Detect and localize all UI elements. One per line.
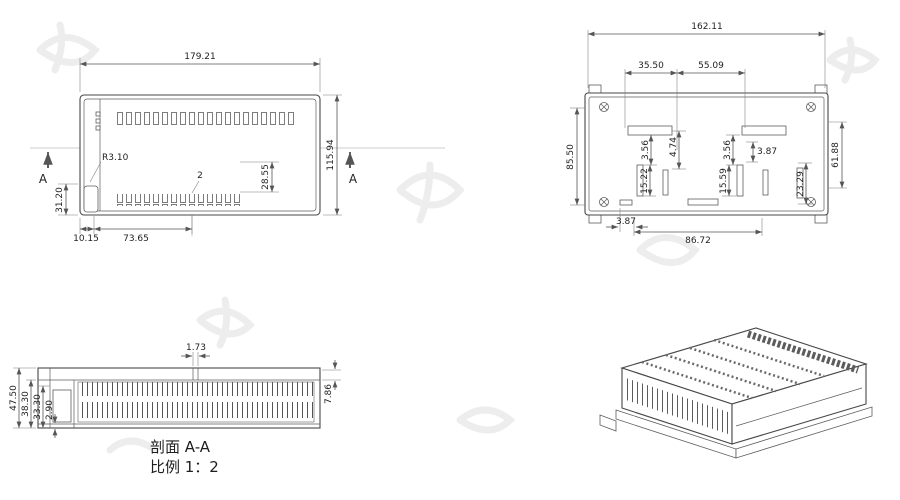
- svg-text:115.94: 115.94: [326, 139, 336, 171]
- iso-terminal-strip: [746, 330, 860, 374]
- svg-text:4.74: 4.74: [669, 137, 679, 157]
- svg-text:162.11: 162.11: [691, 22, 723, 32]
- screw-top-right: [806, 102, 816, 112]
- svg-text:15.59: 15.59: [719, 168, 729, 194]
- svg-text:31.20: 31.20: [55, 187, 65, 213]
- front-view: A A 179.21 115.94 31.20: [30, 52, 445, 244]
- svg-text:7.86: 7.86: [324, 384, 334, 404]
- dim-back-height-right: 61.88: [828, 121, 847, 189]
- section-letter-right: A: [349, 172, 358, 186]
- back-body: [584, 84, 829, 224]
- dim-back-clip-c: 3.56: [723, 134, 740, 166]
- dim-back-clip-b: 4.74: [669, 130, 686, 170]
- iso-front-vents: [626, 378, 728, 434]
- section-vent-hatch: [77, 381, 315, 423]
- svg-text:86.72: 86.72: [685, 236, 711, 246]
- svg-text:3.87: 3.87: [616, 217, 636, 227]
- svg-text:R3.10: R3.10: [102, 153, 129, 163]
- svg-text:47.50: 47.50: [9, 385, 19, 411]
- svg-text:3.56: 3.56: [723, 140, 733, 160]
- dim-back-height-left: 85.50: [566, 107, 585, 206]
- svg-text:38.30: 38.30: [21, 391, 31, 417]
- svg-text:61.88: 61.88: [831, 142, 841, 168]
- svg-text:85.50: 85.50: [566, 144, 576, 170]
- dim-back-slot-a: 15.22: [640, 165, 656, 197]
- screw-top-left: [599, 102, 609, 112]
- dim-front-slot-height: 28.55: [240, 161, 279, 193]
- svg-text:179.21: 179.21: [184, 52, 216, 62]
- dim-front-slot-width: 2: [191, 171, 203, 194]
- dim-back-bottom: 3.87 86.72: [606, 208, 763, 246]
- dim-front-width: 179.21: [79, 52, 321, 92]
- dim-back-clip-d: 3.87: [746, 141, 777, 163]
- din-window-right: [741, 125, 787, 136]
- dim-back-slot-b: 15.59: [719, 165, 736, 197]
- front-top-slot-row: [116, 112, 296, 126]
- svg-text:2.90: 2.90: [45, 400, 55, 420]
- dim-back-slot-c: 23.29: [796, 162, 812, 205]
- din-window-left: [627, 125, 673, 136]
- section-view: 1.73 47.50 38.30 33.30 2.90: [9, 343, 341, 476]
- dim-front-step: 31.20: [55, 183, 78, 216]
- front-body: [79, 94, 321, 216]
- dim-section-total: 47.50: [9, 367, 36, 429]
- dim-section-b: 33.30: [33, 385, 50, 428]
- dim-section-lip: 1.73: [181, 343, 210, 366]
- dim-section-lip-right: 7.86: [322, 360, 341, 404]
- iso-top-vents: [641, 338, 825, 400]
- back-view: 162.11 35.50 55.09 85.50 61.88: [566, 22, 847, 246]
- svg-text:23.29: 23.29: [796, 171, 806, 197]
- svg-text:28.55: 28.55: [261, 164, 271, 190]
- svg-text:15.22: 15.22: [640, 168, 650, 194]
- svg-text:10.15: 10.15: [73, 234, 99, 244]
- dim-front-height: 115.94: [323, 94, 342, 216]
- svg-text:3.87: 3.87: [757, 147, 777, 157]
- dim-back-spans: 35.50 55.09: [624, 61, 746, 150]
- dim-section-a: 38.30: [21, 379, 36, 428]
- dim-back-width: 162.11: [587, 22, 826, 88]
- svg-text:33.30: 33.30: [33, 394, 43, 420]
- dim-section-wall: 2.90: [45, 400, 58, 438]
- section-caption-scale: 比例 1：2: [150, 458, 219, 476]
- section-body: [37, 367, 321, 429]
- screw-bottom-right: [806, 197, 816, 207]
- dim-front-radius: R3.10: [89, 153, 129, 183]
- section-arrow-right: A: [345, 152, 358, 186]
- front-bottom-slot-row: [116, 194, 240, 206]
- dim-front-bottom: 10.15 73.65: [73, 216, 193, 244]
- svg-text:55.09: 55.09: [698, 61, 724, 71]
- section-arrow-left: A: [39, 152, 53, 186]
- svg-text:73.65: 73.65: [123, 234, 149, 244]
- section-letter-left: A: [39, 172, 48, 186]
- svg-text:2: 2: [197, 171, 203, 181]
- svg-text:35.50: 35.50: [638, 61, 664, 71]
- isometric-view: [599, 327, 873, 459]
- svg-text:1.73: 1.73: [186, 343, 206, 353]
- watermark: [36, 21, 880, 454]
- svg-text:3.56: 3.56: [641, 140, 651, 160]
- screw-bottom-left: [599, 197, 609, 207]
- section-caption-title: 剖面 A-A: [150, 438, 211, 456]
- din-clip-foot: [83, 185, 99, 213]
